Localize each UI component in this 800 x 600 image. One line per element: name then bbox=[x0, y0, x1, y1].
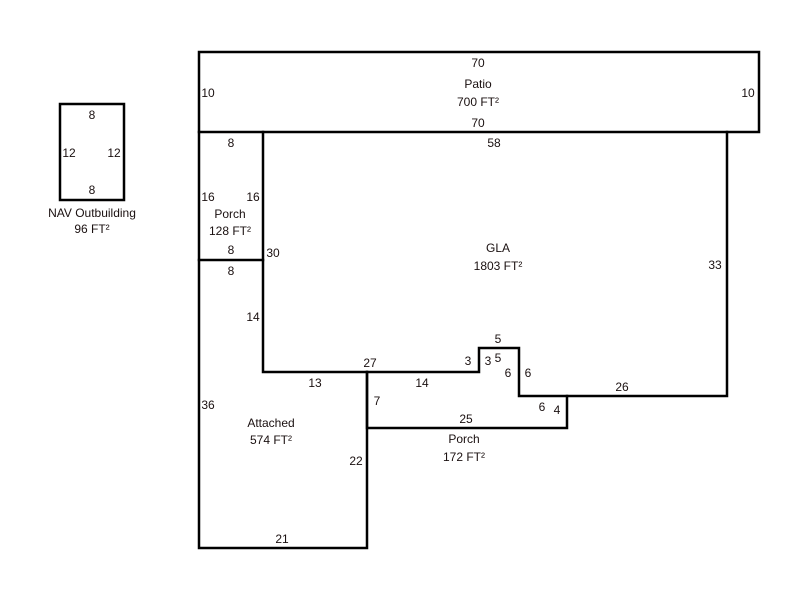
patio-label: Patio bbox=[464, 77, 492, 91]
outbuilding-dim-bottom: 8 bbox=[89, 183, 96, 197]
porch-left-dim-top: 8 bbox=[228, 136, 235, 150]
porch-bottom-outline bbox=[365, 370, 569, 430]
gla-label: GLA bbox=[486, 241, 510, 255]
attached-dim-right: 22 bbox=[349, 454, 363, 468]
porch-bottom-dim-step-a: 3 bbox=[485, 354, 492, 368]
gla-dim-step-top: 5 bbox=[495, 332, 502, 346]
attached-dim-top-right: 13 bbox=[308, 376, 322, 390]
porch-left-dim-right: 16 bbox=[246, 190, 260, 204]
gla-dim-bottom-b: 26 bbox=[615, 380, 629, 394]
gla-dim-right: 33 bbox=[708, 258, 722, 272]
porch-bottom-dim-right: 4 bbox=[554, 403, 561, 417]
outbuilding-dim-left: 12 bbox=[62, 146, 76, 160]
patio-outline bbox=[197, 50, 761, 134]
attached-dim-top: 8 bbox=[228, 264, 235, 278]
patio-dim-top: 70 bbox=[471, 56, 485, 70]
porch-bottom-dim-bottom: 25 bbox=[459, 412, 473, 426]
porch-bottom-area: 172 FT² bbox=[443, 450, 485, 464]
porch-bottom-dim-step-b: 6 bbox=[505, 366, 512, 380]
porch-left-dim-bottom: 8 bbox=[228, 243, 235, 257]
gla-dim-left-upper: 30 bbox=[266, 246, 280, 260]
attached-label: Attached bbox=[247, 416, 294, 430]
outbuilding-dim-right: 12 bbox=[107, 146, 121, 160]
gla-dim-bottom-a: 27 bbox=[363, 356, 377, 370]
gla-dim-step-a: 3 bbox=[465, 354, 472, 368]
gla-area: 1803 FT² bbox=[474, 259, 523, 273]
porch-bottom-dim-left: 7 bbox=[374, 394, 381, 408]
patio-dim-right: 10 bbox=[741, 86, 755, 100]
porch-left-dim-left: 16 bbox=[201, 190, 215, 204]
patio-dim-bottom: 70 bbox=[471, 116, 485, 130]
gla-dim-step-b: 6 bbox=[525, 366, 532, 380]
patio-area: 700 FT² bbox=[457, 95, 499, 109]
gla-outline bbox=[261, 130, 729, 398]
porch-bottom-dim-step-top: 5 bbox=[495, 351, 502, 365]
outbuilding-dim-top: 8 bbox=[89, 108, 96, 122]
attached-area: 574 FT² bbox=[250, 433, 292, 447]
attached-dim-bottom: 21 bbox=[275, 532, 289, 546]
porch-left-label: Porch bbox=[214, 207, 245, 221]
porch-bottom-dim-top: 14 bbox=[415, 376, 429, 390]
attached-dim-left: 36 bbox=[201, 398, 215, 412]
porch-bottom-label: Porch bbox=[448, 432, 479, 446]
porch-bottom-dim-right-top: 6 bbox=[539, 400, 546, 414]
gla-dim-left-lower: 14 bbox=[246, 310, 260, 324]
outbuilding-outline bbox=[58, 102, 126, 202]
gla-dim-top: 58 bbox=[487, 136, 501, 150]
porch-left-area: 128 FT² bbox=[209, 224, 251, 238]
outbuilding-label: NAV Outbuilding bbox=[48, 206, 136, 220]
attached-outline bbox=[197, 130, 369, 550]
outbuilding-area: 96 FT² bbox=[74, 222, 109, 236]
patio-dim-left: 10 bbox=[201, 86, 215, 100]
